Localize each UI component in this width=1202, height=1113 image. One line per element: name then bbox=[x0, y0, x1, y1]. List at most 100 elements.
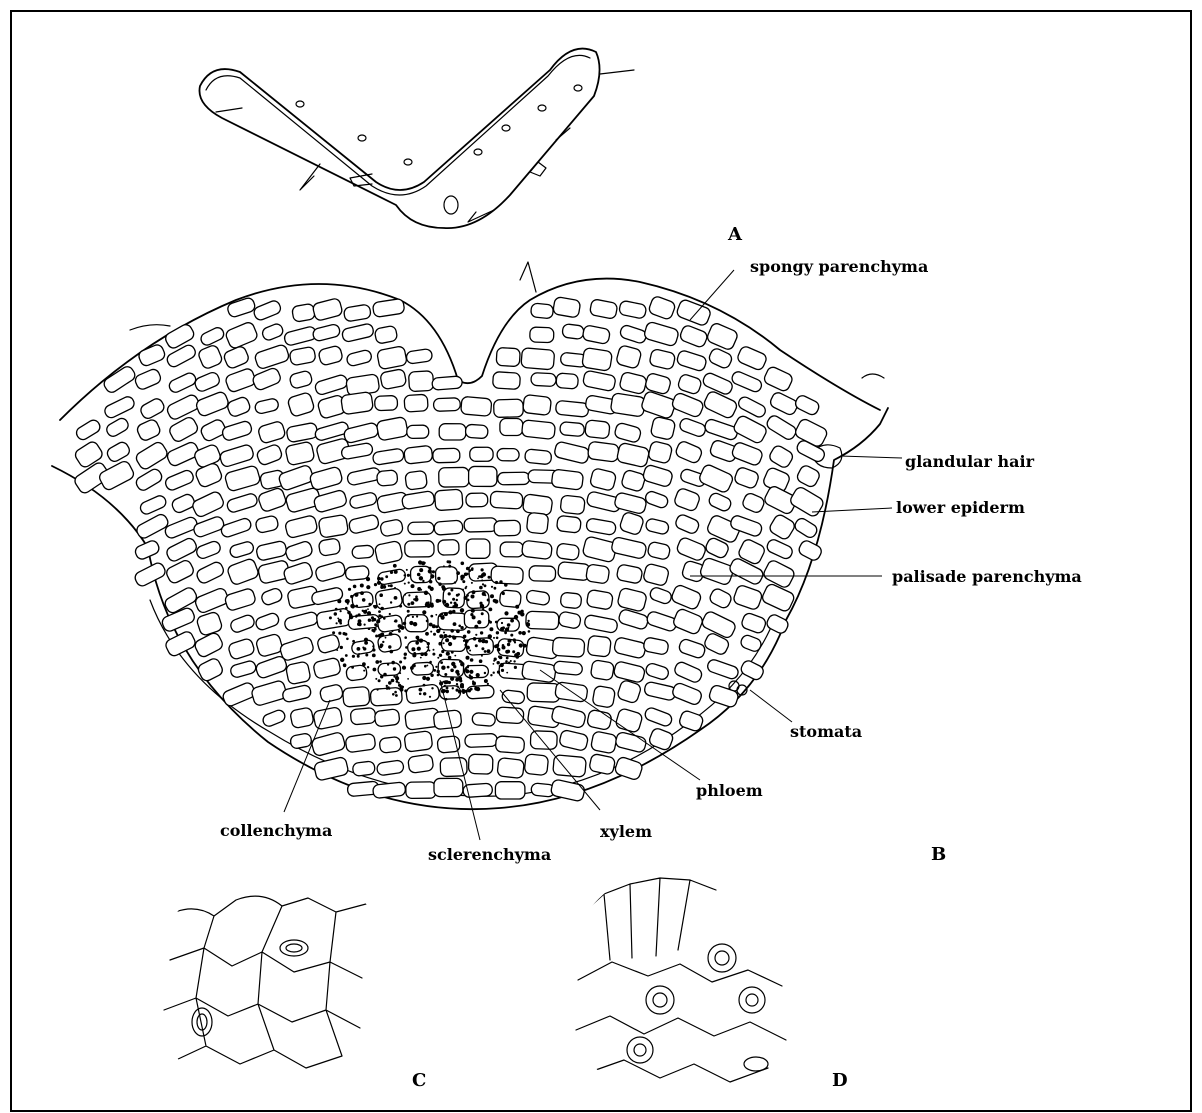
sclerenchyma-dot bbox=[394, 587, 396, 589]
sclerenchyma-dot bbox=[382, 641, 384, 643]
cell bbox=[560, 422, 585, 437]
sclerenchyma-dot bbox=[336, 622, 338, 624]
cell bbox=[224, 587, 257, 611]
panel-label-a: A bbox=[727, 224, 743, 245]
sclerenchyma-dot bbox=[404, 594, 406, 596]
cell bbox=[219, 444, 255, 468]
sclerenchyma-dot bbox=[362, 647, 364, 649]
cell bbox=[352, 545, 374, 559]
sclerenchyma-dot bbox=[493, 637, 495, 639]
cell bbox=[732, 414, 768, 444]
cell bbox=[313, 756, 349, 781]
sclerenchyma-dot bbox=[408, 582, 410, 584]
cell bbox=[526, 611, 559, 629]
sclerenchyma-dot bbox=[419, 693, 422, 696]
cell bbox=[466, 591, 489, 609]
sclerenchyma-dot bbox=[431, 687, 433, 689]
sclerenchyma-dot bbox=[377, 689, 379, 691]
sclerenchyma-dot bbox=[467, 630, 471, 634]
cell bbox=[378, 663, 401, 676]
sclerenchyma-dot bbox=[446, 687, 449, 690]
sclerenchyma-dot bbox=[506, 657, 509, 660]
sclerenchyma-dot bbox=[445, 690, 449, 694]
cell bbox=[676, 349, 708, 372]
sclerenchyma-dot bbox=[329, 616, 332, 619]
cell bbox=[560, 592, 582, 609]
sclerenchyma-dot bbox=[376, 619, 380, 623]
sclerenchyma-dot bbox=[432, 653, 435, 656]
cell bbox=[558, 562, 591, 581]
cell bbox=[287, 392, 315, 418]
sclerenchyma-dot bbox=[378, 679, 381, 682]
sclerenchyma-dot bbox=[481, 573, 483, 575]
sclerenchyma-dot bbox=[419, 576, 423, 580]
sclerenchyma-dot bbox=[358, 613, 361, 616]
cell bbox=[279, 636, 315, 662]
sclerenchyma-dot bbox=[479, 602, 482, 605]
cell bbox=[642, 563, 669, 587]
sclerenchyma-dot bbox=[478, 575, 481, 578]
sclerenchyma-dot bbox=[484, 650, 487, 653]
sclerenchyma-dot bbox=[452, 687, 454, 689]
cell bbox=[168, 415, 200, 443]
sclerenchyma-dot bbox=[444, 680, 448, 684]
cell bbox=[195, 391, 230, 418]
cell bbox=[284, 611, 319, 632]
sclerenchyma-dot bbox=[464, 573, 468, 577]
sclerenchyma-dot bbox=[459, 679, 462, 682]
cell bbox=[495, 736, 525, 754]
cell bbox=[733, 466, 760, 489]
sclerenchyma-dot bbox=[516, 652, 520, 656]
sclerenchyma-dot bbox=[422, 676, 426, 680]
cell bbox=[472, 712, 496, 726]
sclerenchyma-dot bbox=[379, 645, 382, 648]
sclerenchyma-dot bbox=[499, 580, 502, 583]
sclerenchyma-dot bbox=[452, 598, 455, 601]
cell bbox=[645, 518, 670, 535]
cell bbox=[229, 540, 255, 558]
cell bbox=[135, 512, 170, 540]
cell bbox=[194, 587, 230, 614]
cell bbox=[466, 685, 494, 699]
cell bbox=[313, 707, 343, 730]
cell bbox=[765, 538, 794, 561]
cell bbox=[496, 707, 524, 724]
cell bbox=[285, 441, 315, 466]
cell bbox=[524, 449, 551, 465]
sclerenchyma-dot bbox=[472, 615, 476, 619]
sclerenchyma-dot bbox=[456, 689, 459, 692]
sclerenchyma-dot bbox=[480, 631, 483, 634]
sclerenchyma-dot bbox=[377, 581, 381, 585]
cell bbox=[349, 492, 378, 510]
sclerenchyma-dot bbox=[484, 594, 486, 596]
cell bbox=[642, 464, 674, 488]
sclerenchyma-dot bbox=[364, 638, 368, 642]
sclerenchyma-dot bbox=[340, 610, 342, 612]
cell bbox=[698, 463, 735, 494]
sclerenchyma-dot bbox=[527, 620, 529, 622]
sclerenchyma-dot bbox=[466, 666, 469, 669]
sclerenchyma-dot bbox=[453, 622, 457, 626]
sclerenchyma-dot bbox=[444, 685, 446, 687]
cell bbox=[341, 323, 374, 343]
sclerenchyma-dot bbox=[357, 647, 361, 651]
sclerenchyma-dot bbox=[430, 587, 434, 591]
cell bbox=[465, 733, 498, 747]
sclerenchyma-dot bbox=[474, 687, 478, 691]
cell bbox=[164, 630, 197, 658]
sclerenchyma-dot bbox=[398, 682, 400, 684]
cell bbox=[614, 492, 648, 515]
sclerenchyma-dot bbox=[477, 578, 479, 580]
cell bbox=[500, 542, 523, 557]
cell bbox=[707, 347, 733, 370]
cell bbox=[134, 467, 164, 492]
cell bbox=[497, 449, 519, 461]
cell bbox=[613, 661, 646, 684]
sclerenchyma-dot bbox=[345, 654, 348, 657]
cell bbox=[524, 754, 548, 776]
sclerenchyma-dot bbox=[484, 679, 488, 683]
sclerenchyma-dot bbox=[467, 646, 470, 649]
sclerenchyma-dot bbox=[465, 669, 468, 672]
sclerenchyma-dot bbox=[432, 624, 436, 628]
cell bbox=[434, 778, 463, 796]
